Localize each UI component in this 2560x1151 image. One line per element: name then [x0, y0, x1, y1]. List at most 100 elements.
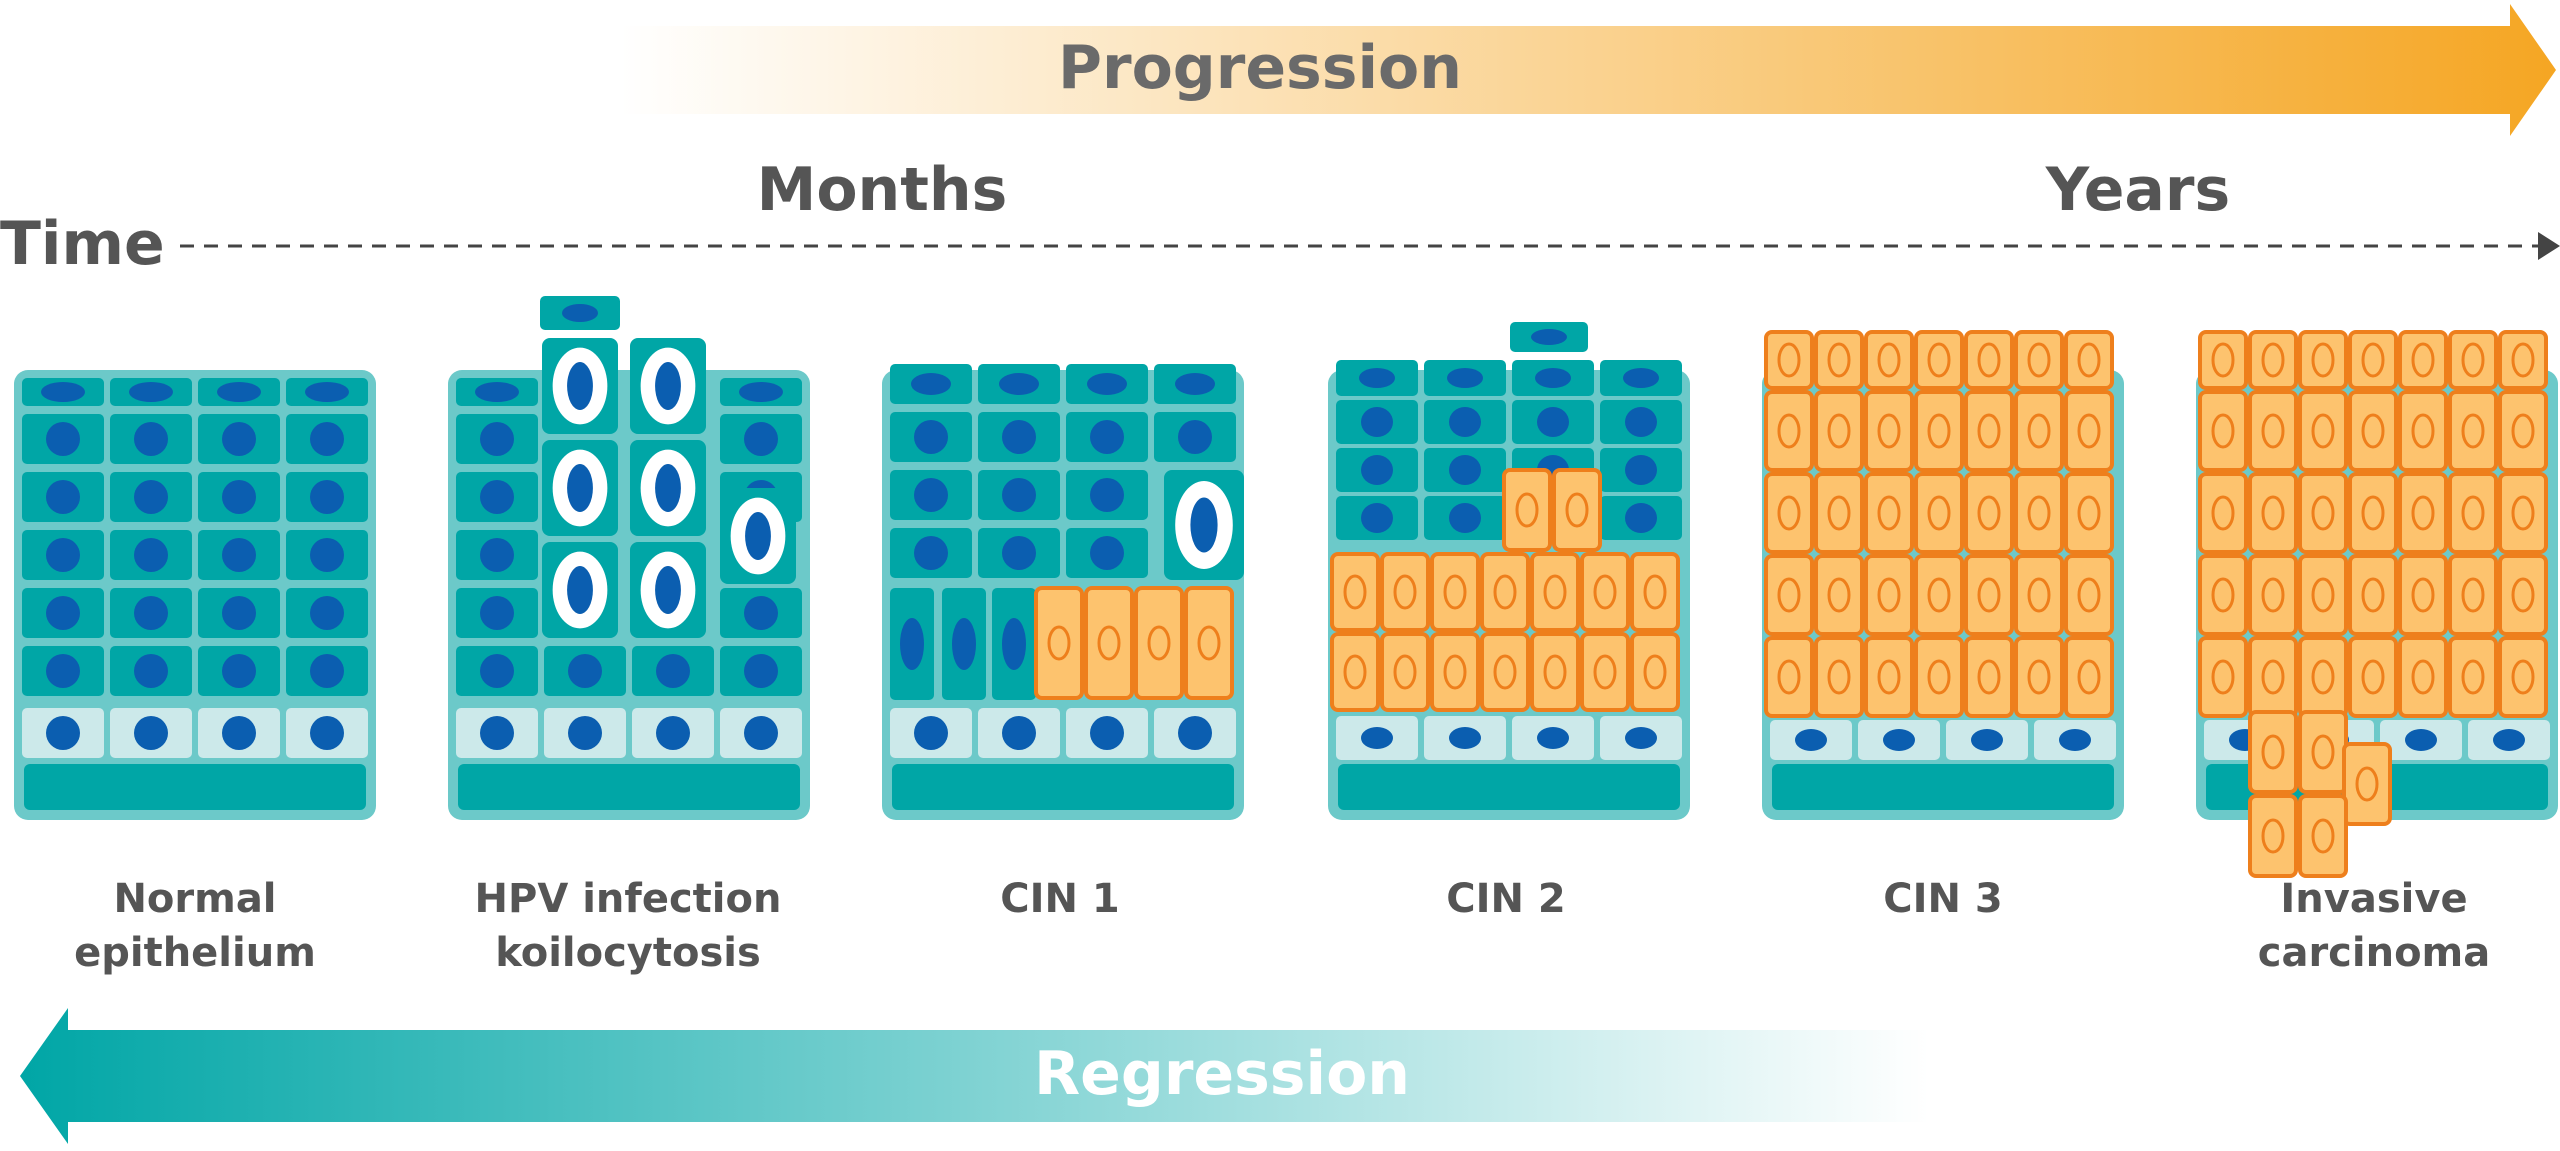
dysplastic-nucleus: [2027, 413, 2051, 449]
nucleus: [1447, 368, 1483, 388]
regression-label: Regression: [1034, 1039, 1410, 1109]
nucleus: [1002, 618, 1026, 670]
dysplastic-nucleus: [2311, 342, 2335, 378]
dysplastic-cell: [2448, 554, 2498, 636]
stage-label-line: CIN 3: [1883, 876, 2002, 922]
nucleus: [656, 716, 690, 750]
nucleus: [1359, 368, 1395, 388]
dysplastic-nucleus: [1827, 659, 1851, 695]
nucleus: [562, 304, 598, 322]
dysplastic-nucleus: [1827, 413, 1851, 449]
nucleus: [310, 596, 344, 630]
dysplastic-nucleus: [2077, 495, 2101, 531]
nucleus: [1002, 478, 1036, 512]
nucleus: [310, 716, 344, 750]
dysplastic-nucleus: [1777, 342, 1801, 378]
dysplastic-cell: [1864, 330, 1914, 390]
nucleus: [217, 382, 261, 402]
dysplastic-nucleus: [2077, 342, 2101, 378]
nucleus: [1178, 420, 1212, 454]
dysplastic-cell: [1964, 472, 2014, 554]
dysplastic-nucleus: [1977, 659, 2001, 695]
dysplastic-cell: [1380, 552, 1430, 632]
nucleus: [2493, 729, 2525, 751]
basement-membrane: [24, 764, 366, 810]
nucleus: [739, 382, 783, 402]
nucleus: [568, 716, 602, 750]
nucleus: [1449, 407, 1481, 437]
dysplastic-cell: [2342, 742, 2392, 826]
dysplastic-nucleus: [1927, 342, 1951, 378]
stage-cin1: CIN 1: [882, 364, 1244, 922]
nucleus: [1625, 727, 1657, 749]
dysplastic-nucleus: [2261, 577, 2285, 613]
stage-label-line: CIN 1: [1000, 876, 1119, 922]
nucleus: [222, 422, 256, 456]
nucleus: [134, 596, 168, 630]
dysplastic-nucleus: [2361, 577, 2385, 613]
dysplastic-nucleus: [2261, 818, 2285, 854]
dysplastic-cell: [2198, 636, 2248, 718]
nucleus: [46, 538, 80, 572]
dysplastic-cell: [2398, 330, 2448, 390]
dysplastic-nucleus: [2511, 413, 2535, 449]
dysplastic-cell: [1580, 552, 1630, 632]
dysplastic-cell: [1330, 632, 1380, 712]
dysplastic-nucleus: [1593, 574, 1617, 610]
nucleus: [744, 596, 778, 630]
dysplastic-nucleus: [1543, 574, 1567, 610]
dysplastic-cell: [2298, 554, 2348, 636]
dysplastic-nucleus: [2411, 342, 2435, 378]
nucleus: [1090, 716, 1124, 750]
dysplastic-cell: [2248, 794, 2298, 878]
dysplastic-cell: [1814, 390, 1864, 472]
dysplastic-cell: [2248, 554, 2298, 636]
nucleus: [310, 538, 344, 572]
dysplastic-nucleus: [1643, 654, 1667, 690]
dysplastic-cell: [2398, 472, 2448, 554]
dysplastic-nucleus: [2261, 342, 2285, 378]
dysplastic-cell: [2064, 554, 2114, 636]
nucleus: [952, 618, 976, 670]
stage-label-line: epithelium: [74, 930, 316, 976]
nucleus: [1883, 729, 1915, 751]
dysplastic-cell: [2064, 636, 2114, 718]
dysplastic-nucleus: [2411, 495, 2435, 531]
dysplastic-cell: [2298, 710, 2348, 794]
nucleus: [222, 716, 256, 750]
nucleus: [1361, 727, 1393, 749]
dysplastic-cell: [2064, 330, 2114, 390]
dysplastic-cell: [2398, 390, 2448, 472]
nucleus: [134, 422, 168, 456]
dysplastic-nucleus: [2411, 577, 2435, 613]
nucleus: [1090, 478, 1124, 512]
nucleus: [655, 464, 681, 512]
dysplastic-cell: [1964, 330, 2014, 390]
nucleus: [1531, 329, 1567, 345]
nucleus: [1090, 420, 1124, 454]
nucleus: [911, 373, 951, 395]
dysplastic-nucleus: [2077, 659, 2101, 695]
dysplastic-nucleus: [1977, 577, 2001, 613]
stage-label-line: carcinoma: [2258, 930, 2490, 976]
dysplastic-cell: [1764, 330, 1814, 390]
dysplastic-nucleus: [2311, 495, 2335, 531]
dysplastic-cell: [2014, 554, 2064, 636]
nucleus: [1190, 497, 1218, 553]
nucleus: [1002, 716, 1036, 750]
nucleus: [480, 422, 514, 456]
dysplastic-nucleus: [1643, 574, 1667, 610]
nucleus: [480, 538, 514, 572]
dysplastic-cell: [1480, 552, 1530, 632]
nucleus: [475, 382, 519, 402]
dysplastic-nucleus: [1927, 659, 1951, 695]
nucleus: [1971, 729, 2003, 751]
nucleus: [134, 654, 168, 688]
dysplastic-nucleus: [2511, 495, 2535, 531]
dysplastic-nucleus: [1493, 574, 1517, 610]
nucleus: [1361, 407, 1393, 437]
dysplastic-cell: [2248, 330, 2298, 390]
dysplastic-cell: [1480, 632, 1530, 712]
